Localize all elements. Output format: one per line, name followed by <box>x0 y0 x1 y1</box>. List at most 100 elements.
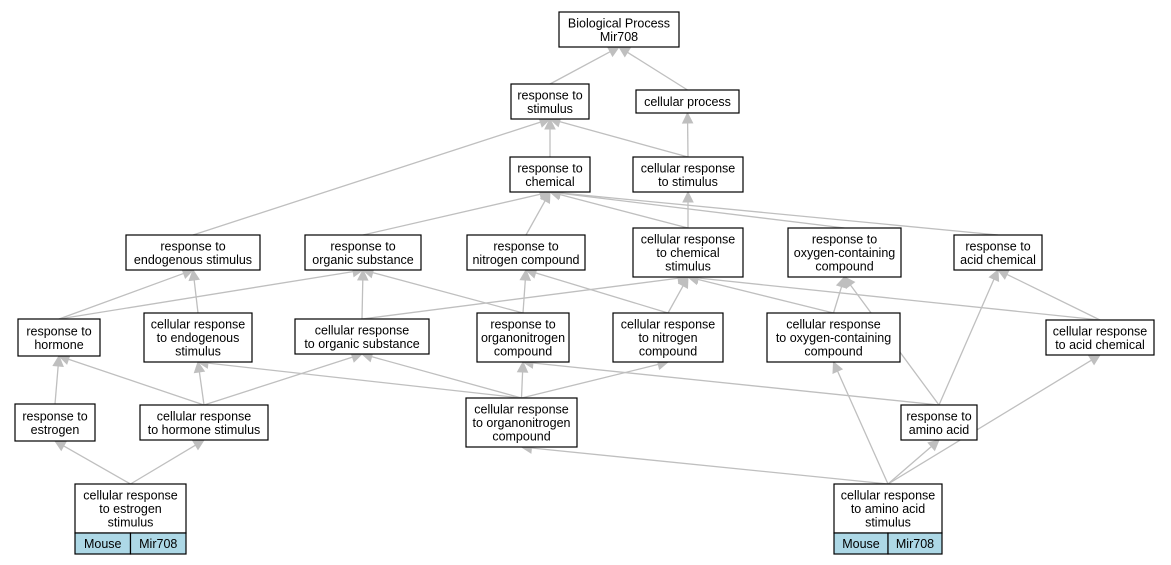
tag-label: Mir708 <box>896 537 934 551</box>
node-label-line: stimulus <box>108 516 154 530</box>
node-label-line: organic substance <box>312 253 414 267</box>
node-label-line: chemical <box>525 175 574 189</box>
node-label-line: response to <box>330 239 395 253</box>
node-label-line: hormone <box>34 338 83 352</box>
node-box <box>509 156 591 193</box>
tag-cell-mouse: Mouse <box>833 532 889 555</box>
node-cellular-process[interactable]: cellular process <box>635 89 740 114</box>
edge-resp-organonitrogen-to-resp-organic <box>361 267 524 314</box>
node-label-line: compound <box>804 345 862 359</box>
edge-cell-resp-hormone-to-cell-resp-endogenous <box>193 360 206 406</box>
edge-cell-resp-stimulus-to-resp-stimulus <box>548 116 689 158</box>
node-label-line: to amino acid <box>851 502 925 516</box>
node-label-line: to estrogen <box>99 502 162 516</box>
edge-resp-chemical-to-resp-stimulus <box>544 117 556 157</box>
node-box <box>632 227 744 278</box>
node-label-line: response to <box>906 409 971 423</box>
node-label-line: response to <box>22 409 87 423</box>
node-label-line: cellular response <box>151 318 246 332</box>
node-label-line: response to <box>493 239 558 253</box>
node-label-line: cellular response <box>83 489 178 503</box>
node-label-line: cellular response <box>786 318 881 332</box>
node-box <box>766 312 901 363</box>
edge-resp-stimulus-to-root <box>549 46 620 85</box>
edge-resp-hormone-to-resp-organic <box>58 265 365 320</box>
node-label-line: cellular response <box>841 489 936 503</box>
node-label-line: response to <box>965 239 1030 253</box>
node-label-line: cellular response <box>641 161 736 175</box>
node-box <box>900 404 978 441</box>
node-box <box>1045 319 1155 356</box>
node-label-line: to organonitrogen <box>473 416 571 430</box>
node-label-line: cellular response <box>641 233 736 247</box>
edge-cell-resp-chemical-to-cell-resp-stimulus <box>682 190 694 228</box>
node-label-line: to hormone stimulus <box>148 423 261 437</box>
node-label-line: nitrogen compound <box>472 253 579 267</box>
node-box <box>510 83 590 120</box>
node-box <box>635 89 740 114</box>
node-box <box>304 234 422 271</box>
node-label-line: stimulus <box>865 516 911 530</box>
node-label-line: response to <box>160 239 225 253</box>
edge-cell-resp-amino-to-cell-resp-oxygen <box>832 360 889 485</box>
edge-cellular-process-to-root <box>618 46 688 91</box>
edge-resp-organic-to-resp-chemical <box>362 188 552 236</box>
edge-cell-resp-amino-to-cell-resp-organonitrogen <box>520 442 889 485</box>
edge-resp-amino-to-resp-acid <box>938 268 1000 406</box>
node-label-line: compound <box>494 345 552 359</box>
node-box <box>17 318 101 357</box>
node-label-line: organonitrogen <box>481 331 565 345</box>
tag-cell-mouse: Mouse <box>74 532 132 555</box>
edge-cell-resp-chemical-to-resp-chemical <box>548 189 689 229</box>
node-box <box>558 11 680 48</box>
edge-resp-acid-to-resp-chemical <box>548 187 999 236</box>
node-label-line: to oxygen-containing <box>776 331 891 345</box>
edge-cell-resp-stimulus-to-cellular-process <box>681 111 694 158</box>
edge-cell-resp-organic-to-resp-organic <box>356 268 369 320</box>
node-box <box>139 404 269 441</box>
node-box <box>612 312 724 363</box>
edge-cell-resp-acid-to-resp-acid <box>996 269 1101 321</box>
edge-resp-nitrogen-to-resp-chemical <box>525 191 551 236</box>
edge-cell-resp-nitrogen-to-cell-resp-chemical <box>667 276 689 314</box>
node-label-line: response to <box>812 233 877 247</box>
node-label-line: to endogenous <box>157 331 240 345</box>
node-label-line: cellular response <box>621 318 716 332</box>
node-label-line: to organic substance <box>304 337 419 351</box>
edge-resp-hormone-to-resp-endogenous <box>58 268 195 320</box>
node-label-line: to chemical <box>656 246 719 260</box>
node-box <box>465 397 578 448</box>
edge-resp-endogenous-to-resp-stimulus <box>192 116 552 236</box>
node-label-line: endogenous stimulus <box>134 253 252 267</box>
node-label-line: cellular response <box>1053 324 1148 338</box>
edge-cell-resp-endogenous-to-resp-endogenous <box>188 268 200 314</box>
node-label-line: amino acid <box>909 423 969 437</box>
node-box <box>833 483 943 534</box>
node-label-line: response to <box>517 88 582 102</box>
node-box <box>476 312 570 363</box>
